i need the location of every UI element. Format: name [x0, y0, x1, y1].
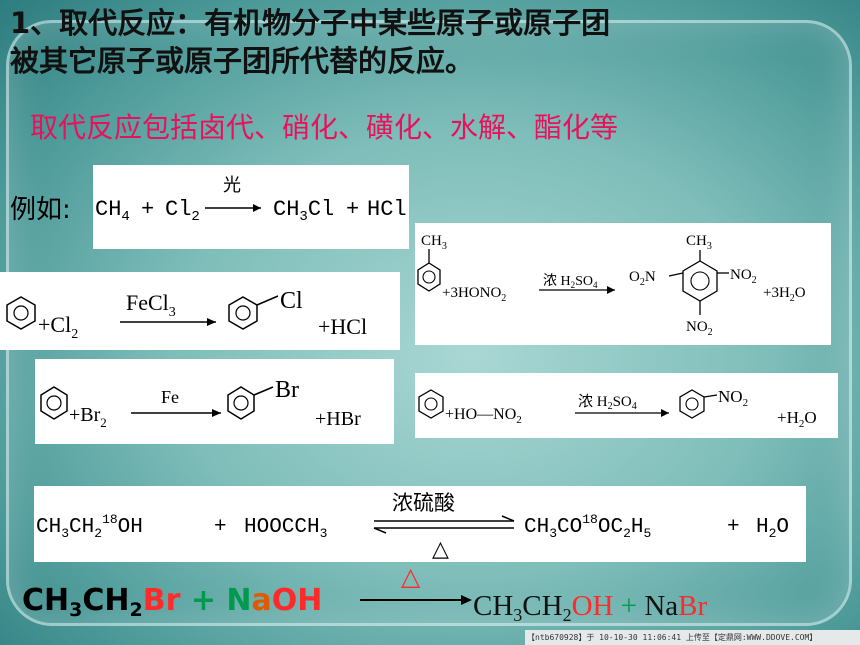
benzene-ring: [418, 389, 444, 419]
tnt-bottom-nitro: NO2: [686, 319, 713, 338]
ethanol-ch3: CH3: [473, 590, 523, 625]
bromoethane-ch3: CH3: [22, 583, 83, 621]
ethanol-oh: OH: [571, 590, 614, 622]
water-byproduct: +H2O: [777, 408, 817, 430]
heat-condition: △: [401, 564, 421, 588]
chloromethane-formula: CH3Cl: [273, 197, 334, 225]
chloro-substituent: Cl: [280, 288, 303, 314]
tnt-right-nitro: NO2: [730, 267, 757, 286]
svg-text:△: △: [401, 564, 421, 588]
chlorine-reagent: +Cl2: [38, 312, 78, 342]
benzene-nitration-equation: +HO—NO2 浓 H2SO4 NO2 +H2O: [415, 373, 838, 438]
heat-condition: △: [432, 536, 449, 561]
benzene-ring: [40, 386, 68, 420]
nabr-na: Na: [644, 590, 679, 622]
toluene-nitration-equation: CH3 +3HONO2 浓 H2SO4 CH3 O2N NO2 NO2 +3H2…: [415, 223, 831, 345]
light-condition: 光: [223, 175, 241, 195]
bromobenzene-ring: [227, 386, 255, 420]
methane-chlorination-equation: CH4 + Cl2 光 CH3Cl + HCl: [93, 165, 409, 249]
bromoethane-ch2: CH2: [82, 583, 143, 621]
toluene-ring: [417, 262, 441, 292]
tnt-methyl-group: CH3: [686, 233, 712, 252]
plus-sign: +: [141, 197, 154, 222]
conc-sulfuric-acid-condition: 浓硫酸: [392, 491, 455, 515]
plus-sign: +: [346, 197, 359, 222]
bromoethane-br: Br: [142, 583, 181, 618]
methane-formula: CH4: [95, 197, 130, 225]
heading-line-1: 1、取代反应：有机物分子中某些原子或原子团: [10, 6, 611, 40]
sulfuric-acid-condition: 浓 H2SO4: [578, 393, 637, 412]
nitro-substituent: NO2: [718, 387, 748, 409]
plus-sign: +: [727, 516, 740, 539]
plus-sign: +: [613, 590, 645, 622]
reaction-types-text: 取代反应包括卤代、硝化、磺化、水解、酯化等: [30, 111, 619, 144]
bromine-reagent: +Br2: [69, 404, 107, 430]
bromo-substituent: Br: [275, 377, 299, 403]
acetic-acid-formula: HOOCCH3: [244, 516, 327, 541]
tnt-left-nitro: O2N: [629, 269, 656, 288]
nitrobenzene-ring: [679, 389, 705, 419]
ethanol-o18-formula: CH3CH218OH: [36, 512, 143, 541]
naoh-n: N: [226, 583, 252, 618]
water-byproduct: +3H2O: [763, 285, 806, 304]
methyl-group: CH3: [421, 233, 447, 252]
benzene-ring: [6, 296, 36, 330]
naoh-oh: OH: [271, 583, 323, 618]
hydrolysis-reactants: CH3CH2Br + NaOH: [22, 581, 322, 630]
naoh-a: a: [251, 583, 272, 618]
fe-catalyst: Fe: [161, 387, 179, 407]
benzene-chlorination-equation: +Cl2 FeCl3 Cl +HCl: [0, 272, 400, 350]
plus-sign: +: [180, 583, 227, 618]
plus-sign: +: [214, 516, 227, 539]
hcl-formula: HCl: [367, 197, 407, 222]
ethanol-ch2: CH2: [522, 590, 572, 625]
example-label: 例如:: [10, 195, 71, 225]
ethyl-acetate-o18-formula: CH3CO18OC2H5: [524, 512, 651, 541]
chlorine-formula: Cl2: [165, 197, 200, 225]
arrow-head: [253, 204, 261, 212]
sulfuric-acid-condition: 浓 H2SO4: [543, 273, 598, 290]
hcl-byproduct: +HCl: [318, 314, 367, 339]
benzene-bromination-equation: +Br2 Fe Br +HBr: [35, 359, 394, 444]
heading-line-2: 被其它原子或原子团所代替的反应。: [10, 44, 475, 78]
esterification-equation: CH3CH218OH + HOOCCH3 浓硫酸 △ CH3CO18OC2H5 …: [34, 486, 806, 562]
definition-heading: 1、取代反应：有机物分子中某些原子或原子团 被其它原子或原子团所代替的反应。: [10, 4, 800, 80]
chlorobenzene-ring: [228, 296, 258, 330]
nitric-acid-reagent: +HO—NO2: [445, 406, 522, 426]
reaction-arrow: [360, 595, 472, 605]
tnt-ring: [682, 260, 718, 302]
water-formula: H2O: [756, 516, 789, 541]
hbr-byproduct: +HBr: [315, 408, 361, 430]
fecl3-catalyst: FeCl3: [126, 290, 176, 320]
nabr-br: Br: [678, 590, 708, 622]
nitric-acid-reagent: +3HONO2: [442, 285, 506, 304]
upload-footer: 【ntb670928】于 10-10-30 11:06:41 上传至【定鼎网:W…: [525, 630, 860, 645]
hydrolysis-products: CH3CH2OH + NaBr: [473, 588, 707, 633]
